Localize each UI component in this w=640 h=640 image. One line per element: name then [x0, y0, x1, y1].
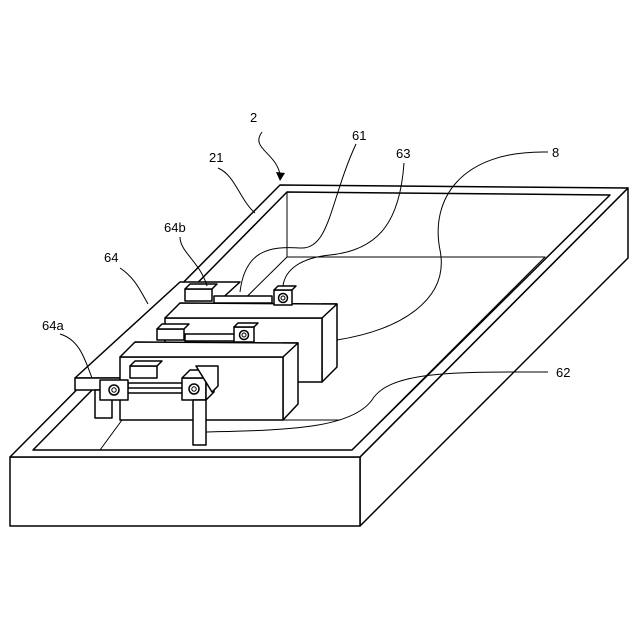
label-21: 21 — [209, 150, 223, 165]
bracket-front-right — [182, 378, 206, 400]
label-8: 8 — [552, 145, 559, 160]
label-62: 62 — [556, 365, 570, 380]
bracket-back-top — [274, 286, 296, 290]
guide-3-top — [130, 361, 162, 366]
leader-2 — [259, 132, 280, 174]
guide-2-top — [157, 324, 189, 329]
rail-back — [214, 296, 272, 303]
leader-64 — [120, 268, 148, 304]
label-64a: 64a — [42, 318, 64, 333]
label-2: 2 — [250, 110, 257, 125]
block-front-top — [120, 342, 298, 357]
leader-21 — [218, 168, 255, 213]
bracket-leg — [193, 400, 206, 445]
rod-link — [118, 388, 190, 393]
block-back-top — [165, 303, 337, 318]
guide-2 — [157, 329, 184, 340]
guide-3 — [130, 366, 157, 378]
curved-arrow-icon — [276, 172, 285, 181]
label-63: 63 — [396, 146, 410, 161]
guide-1 — [185, 289, 212, 301]
label-64: 64 — [104, 250, 118, 265]
tray-front-face — [10, 457, 360, 526]
label-61: 61 — [352, 128, 366, 143]
label-64b: 64b — [164, 220, 186, 235]
bracket-mid-top — [234, 323, 258, 327]
guide-1-top — [185, 284, 217, 289]
bracket-front-left — [100, 380, 128, 400]
